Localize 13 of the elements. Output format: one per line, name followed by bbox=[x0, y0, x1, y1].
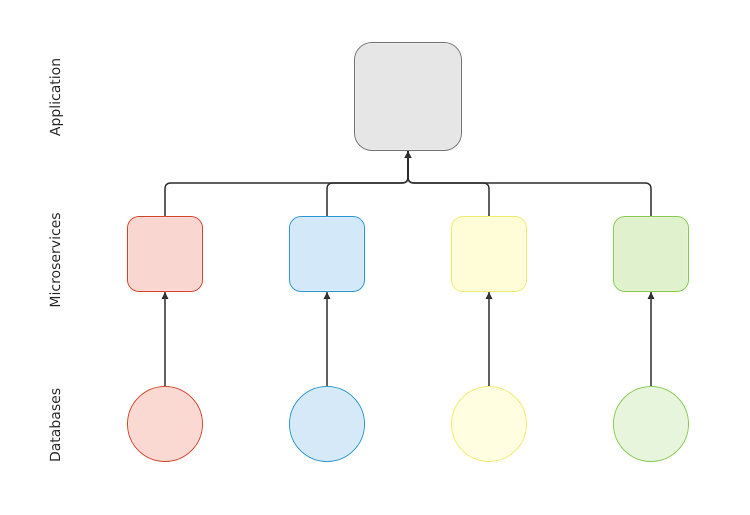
arrow bbox=[404, 151, 652, 216]
row-label: Databases bbox=[48, 388, 64, 462]
arrow bbox=[648, 292, 654, 386]
rounded-box bbox=[289, 216, 365, 292]
rounded-box bbox=[127, 216, 203, 292]
rounded-box bbox=[451, 216, 527, 292]
row-label: Microservices bbox=[48, 212, 64, 308]
row-label: Application bbox=[48, 58, 64, 136]
arrow bbox=[486, 292, 492, 386]
rounded-box bbox=[613, 216, 689, 292]
arrow bbox=[162, 292, 168, 386]
rounded-box bbox=[354, 42, 462, 151]
arrow bbox=[324, 292, 330, 386]
